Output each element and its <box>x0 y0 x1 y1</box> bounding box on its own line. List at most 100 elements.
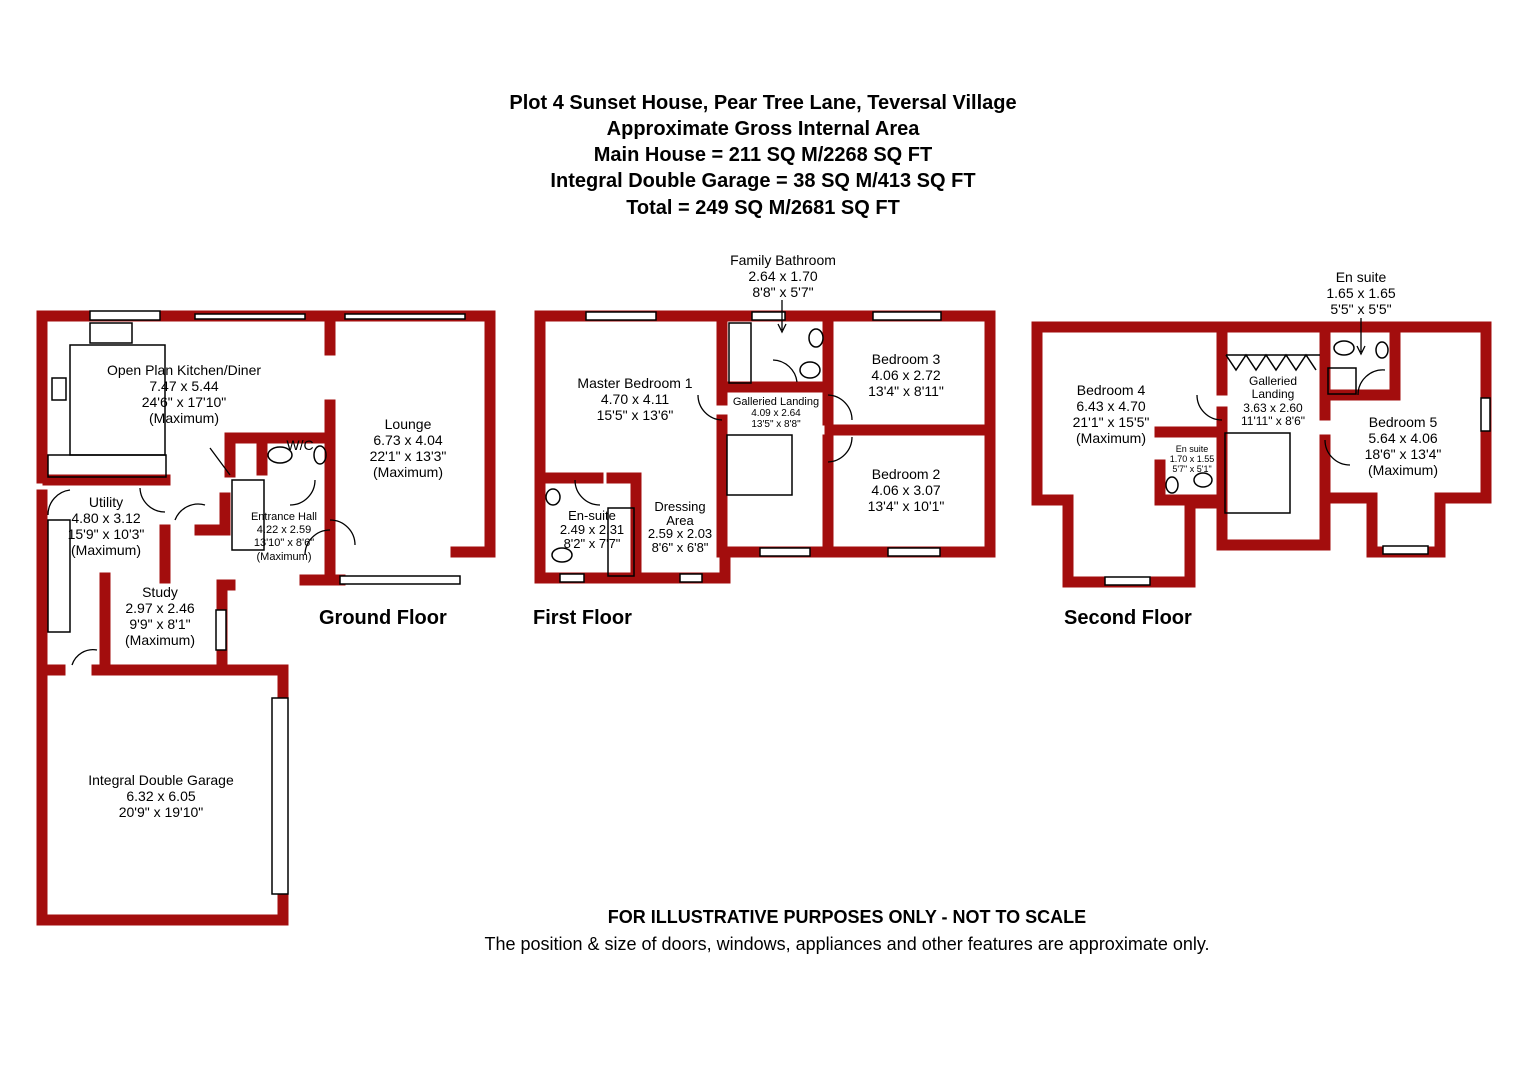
room-master-bedroom: Master Bedroom 1 4.70 x 4.11 15'5" x 13'… <box>577 375 692 423</box>
room-name: Open Plan Kitchen/Diner <box>107 362 261 378</box>
room-entrance-hall: Entrance Hall 4.22 x 2.59 13'10" x 8'6" … <box>251 511 317 563</box>
floor-label-first: First Floor <box>533 607 632 629</box>
shower-icon <box>607 507 635 577</box>
room-en-suite-top: En suite 1.65 x 1.65 5'5" x 5'5" <box>1326 269 1395 317</box>
room-imperial: 20'9" x 19'10" <box>119 804 204 820</box>
window <box>1104 576 1151 586</box>
room-note: (Maximum) <box>125 632 195 648</box>
room-imperial: 13'5" x 8'8" <box>751 419 801 430</box>
total-area: Total = 249 SQ M/2681 SQ FT <box>626 197 900 219</box>
room-name: Entrance Hall <box>251 511 317 523</box>
toilet-icon <box>267 446 293 464</box>
basin-icon <box>545 488 561 506</box>
room-imperial: 11'11" x 8'6" <box>1241 414 1305 428</box>
wardrobe <box>1225 353 1320 372</box>
first-floor-plan: Family Bathroom 2.64 x 1.70 8'8" x 5'7" … <box>533 252 996 629</box>
room-name: Bedroom 5 <box>1369 414 1438 430</box>
wall <box>1216 324 1401 509</box>
room-name: Bedroom 3 <box>872 351 941 367</box>
window <box>89 310 161 321</box>
room-note: (Maximum) <box>373 464 443 480</box>
toilet-icon <box>799 361 821 379</box>
footer-note: The position & size of doors, windows, a… <box>484 934 1209 954</box>
room-metric: 6.43 x 4.70 <box>1076 398 1145 414</box>
room-en-suite: En-suite 2.49 x 2.31 8'2" x 7'7" <box>560 508 624 551</box>
window <box>215 609 227 651</box>
room-name: Galleried Landing <box>733 396 819 408</box>
room-galleried-landing: Galleried Landing 4.09 x 2.64 13'5" x 8'… <box>733 396 819 430</box>
window <box>559 573 585 583</box>
room-metric: 6.32 x 6.05 <box>126 788 195 804</box>
window <box>339 575 461 585</box>
room-name: Galleried <box>1249 374 1297 388</box>
room-metric: 1.65 x 1.65 <box>1326 285 1395 301</box>
room-garage: Integral Double Garage 6.32 x 6.05 20'9"… <box>88 772 234 820</box>
room-metric: 2.64 x 1.70 <box>748 268 817 284</box>
staircase <box>1224 432 1291 514</box>
room-metric: 2.97 x 2.46 <box>125 600 194 616</box>
room-name: Lounge <box>385 416 432 432</box>
door-swings <box>1196 369 1386 466</box>
wall <box>224 432 336 478</box>
main-house-area: Main House = 211 SQ M/2268 SQ FT <box>594 144 932 166</box>
room-note: (Maximum) <box>257 551 312 563</box>
window <box>1480 397 1491 432</box>
basin-icon <box>1165 476 1179 494</box>
window <box>585 311 657 321</box>
floor-label-second: Second Floor <box>1064 607 1192 629</box>
area-heading: Approximate Gross Internal Area <box>607 118 921 140</box>
basin-icon <box>313 445 327 465</box>
garage-door <box>271 697 289 895</box>
room-name: Family Bathroom <box>730 252 836 268</box>
wall <box>36 310 496 558</box>
room-note: (Maximum) <box>1076 430 1146 446</box>
room-metric: 3.63 x 2.60 <box>1243 401 1303 415</box>
wall <box>216 574 346 591</box>
floor-label-ground: Ground Floor <box>319 607 447 629</box>
room-metric: 7.47 x 5.44 <box>149 378 218 394</box>
room-utility: Utility 4.80 x 3.12 15'9" x 10'3" (Maxim… <box>68 494 145 558</box>
window <box>751 311 786 321</box>
room-metric: 4.06 x 2.72 <box>871 367 940 383</box>
room-galleried-landing-2: Galleried Landing 3.63 x 2.60 11'11" x 8… <box>1241 374 1305 428</box>
room-name-2: Landing <box>1252 387 1295 401</box>
ground-floor-plan: Open Plan Kitchen/Diner 7.47 x 5.44 24'6… <box>36 310 496 926</box>
room-metric: 4.09 x 2.64 <box>751 408 801 419</box>
window <box>872 311 942 321</box>
room-imperial: 8'8" x 5'7" <box>752 284 813 300</box>
wall <box>539 472 642 581</box>
bath-icon <box>728 322 752 384</box>
room-name: Bedroom 2 <box>872 466 941 482</box>
hob-icon <box>51 377 67 401</box>
room-note: (Maximum) <box>149 410 219 426</box>
wall <box>1031 321 1492 588</box>
room-imperial: 5'7" x 5'1" <box>1172 464 1211 474</box>
toilet-icon <box>1333 340 1355 356</box>
door-swings <box>47 447 356 666</box>
door-swings <box>574 359 853 506</box>
staircase <box>231 479 265 551</box>
toilet-icon <box>551 547 573 563</box>
room-imperial: 18'6" x 13'4" <box>1365 446 1442 462</box>
room-imperial: 22'1" x 13'3" <box>370 448 447 464</box>
room-metric: 2.59 x 2.03 <box>648 526 712 541</box>
room-name: En suite <box>1336 269 1387 285</box>
room-note: (Maximum) <box>1368 462 1438 478</box>
room-study: Study 2.97 x 2.46 9'9" x 8'1" (Maximum) <box>125 584 195 648</box>
room-imperial: 24'6" x 17'10" <box>142 394 227 410</box>
room-lounge: Lounge 6.73 x 4.04 22'1" x 13'3" (Maximu… <box>370 416 447 480</box>
wall <box>159 492 231 584</box>
room-family-bathroom: Family Bathroom 2.64 x 1.70 8'8" x 5'7" <box>730 252 836 300</box>
window <box>887 547 941 557</box>
property-title: Plot 4 Sunset House, Pear Tree Lane, Tev… <box>509 92 1016 114</box>
window <box>679 573 703 583</box>
basin-icon <box>1375 341 1389 359</box>
sink-icon <box>89 322 133 344</box>
room-bedroom-5: Bedroom 5 5.64 x 4.06 18'6" x 13'4" (Max… <box>1365 414 1442 478</box>
worktop <box>47 454 167 478</box>
room-name: En suite <box>1176 444 1209 454</box>
room-bedroom-4: Bedroom 4 6.43 x 4.70 21'1" x 15'5" (Max… <box>1073 382 1150 446</box>
room-imperial: 13'4" x 8'11" <box>868 383 944 399</box>
room-dressing-area: Dressing Area 2.59 x 2.03 8'6" x 6'8" <box>648 499 712 555</box>
